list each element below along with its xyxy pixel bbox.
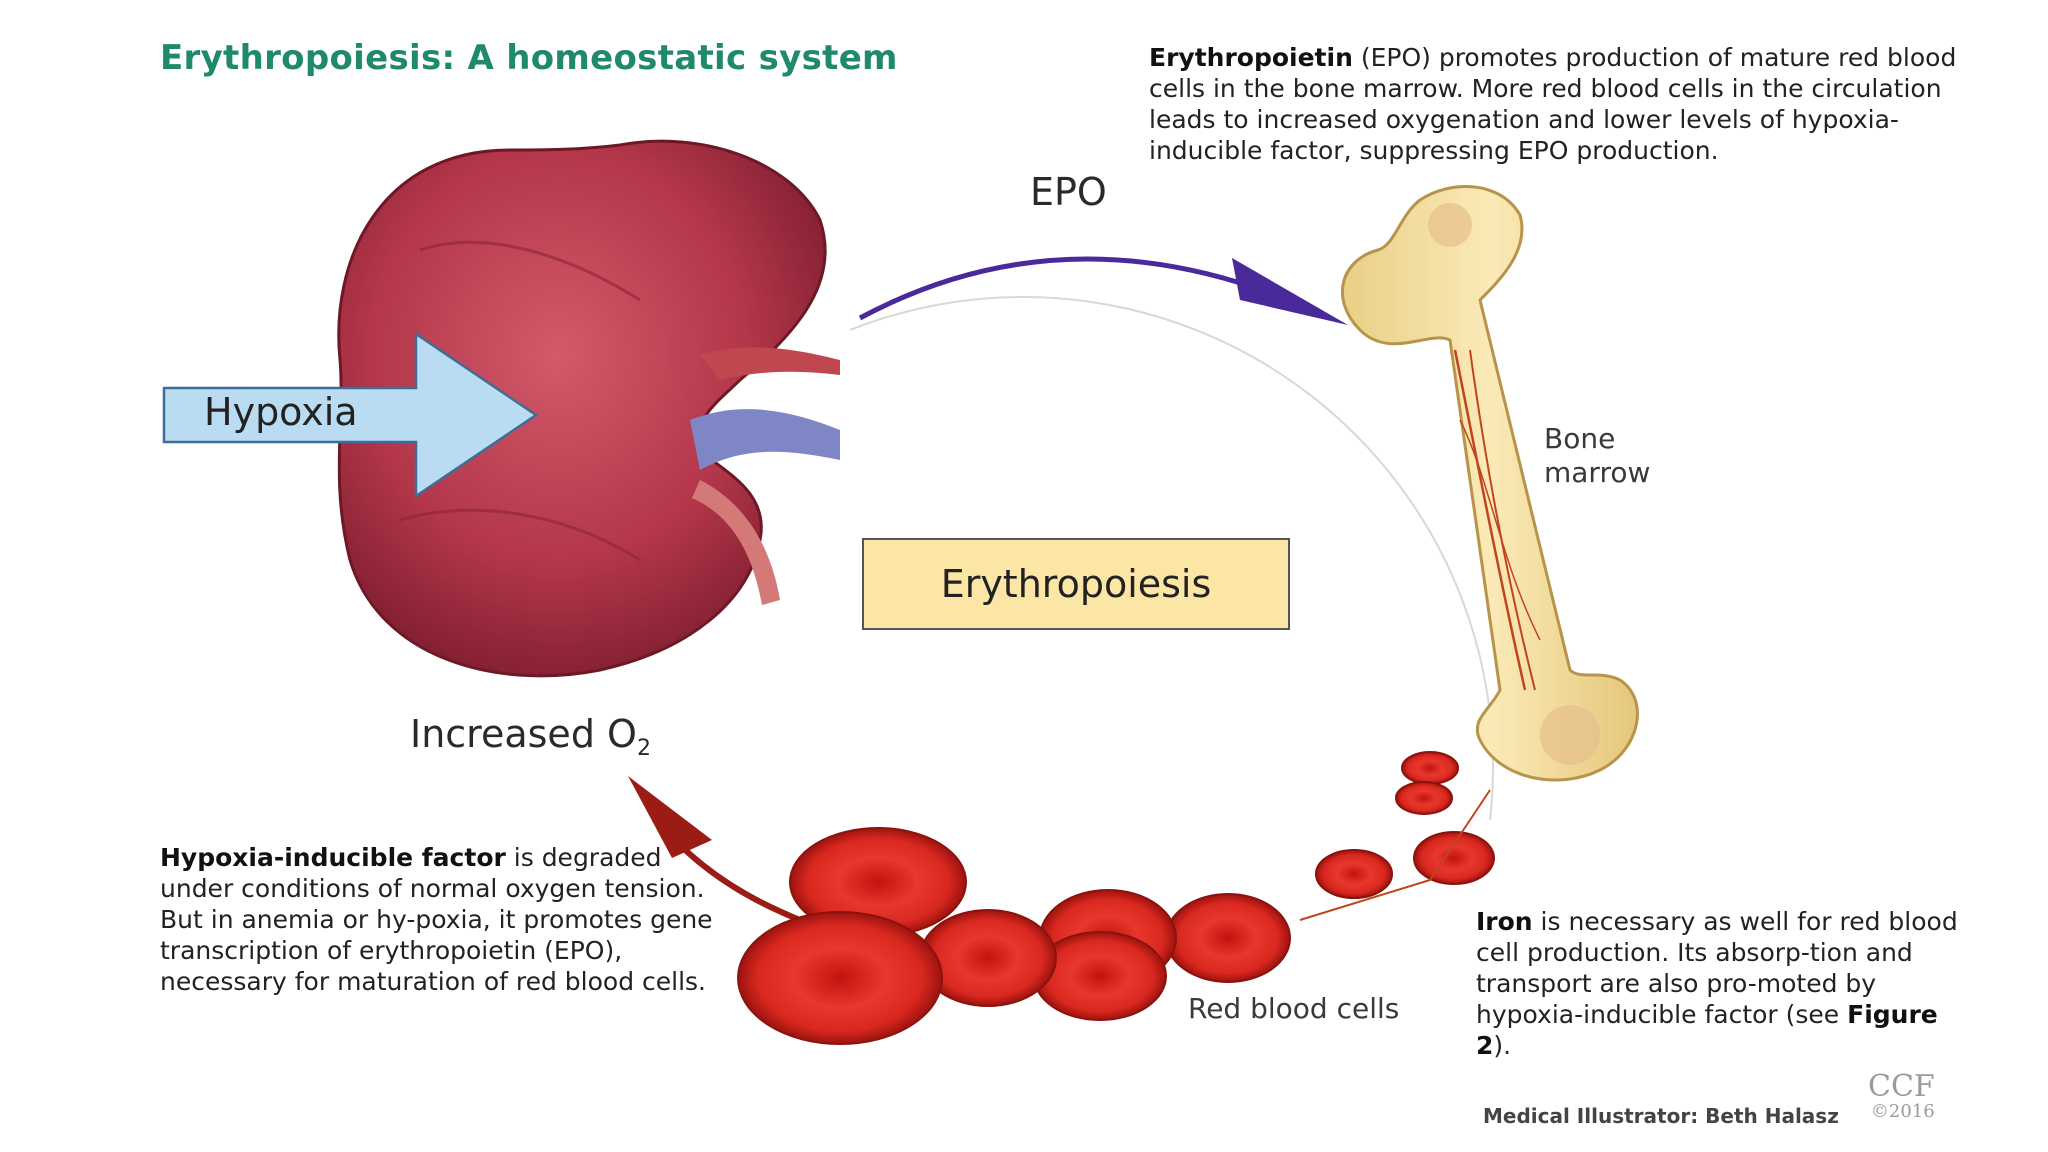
illustrator-credit: Medical Illustrator: Beth Halasz xyxy=(1483,1104,1839,1128)
hif-description: Hypoxia-inducible factor is degraded und… xyxy=(160,842,720,997)
iron-description-term: Iron xyxy=(1476,907,1533,936)
page-title: Erythropoiesis: A homeostatic system xyxy=(160,38,898,78)
iron-description-close: ). xyxy=(1493,1031,1512,1060)
epo-arrowhead xyxy=(1232,258,1348,325)
figure-2-reference: Figure 2 xyxy=(1476,1000,1938,1060)
red-blood-cells-illustration xyxy=(737,751,1495,1045)
hypoxia-label: Hypoxia xyxy=(204,390,358,434)
o2-arrowhead xyxy=(628,776,712,858)
o2-subscript: 2 xyxy=(636,736,651,761)
ccf-logo-year: ©2016 xyxy=(1870,1101,1935,1122)
epo-description-text: (EPO) promotes production of mature red … xyxy=(1149,43,1957,165)
cycle-circle-path xyxy=(849,296,1494,821)
epo-description-term: Erythropoietin xyxy=(1149,43,1353,72)
iron-description: Iron is necessary as well for red blood … xyxy=(1476,906,1976,1061)
ccf-logo-text: CCF ©2016 xyxy=(1868,1072,1935,1122)
bone-illustration xyxy=(1340,185,1639,782)
erythropoiesis-box: Erythropoiesis xyxy=(862,538,1290,630)
increased-o2-text: Increased O xyxy=(410,712,637,756)
epo-label: EPO xyxy=(1030,170,1107,214)
epo-description: Erythropoietin (EPO) promotes production… xyxy=(1149,42,1979,166)
ccf-logo-mark: CCF xyxy=(1868,1069,1935,1104)
iron-description-text: is necessary as well for red blood cell … xyxy=(1476,907,1958,1029)
hypoxia-arrow xyxy=(162,331,539,499)
bone-marrow-label-line2: marrow xyxy=(1544,456,1651,489)
increased-o2-label: Increased O2 xyxy=(410,712,651,761)
hif-description-text: is degraded under conditions of normal o… xyxy=(160,843,713,996)
bone-marrow-label-line1: Bone xyxy=(1544,422,1616,455)
red-blood-cells-label: Red blood cells xyxy=(1188,992,1400,1025)
kidney-illustration xyxy=(337,139,840,678)
erythropoiesis-label: Erythropoiesis xyxy=(940,562,1212,606)
hif-description-term: Hypoxia-inducible factor xyxy=(160,843,506,872)
